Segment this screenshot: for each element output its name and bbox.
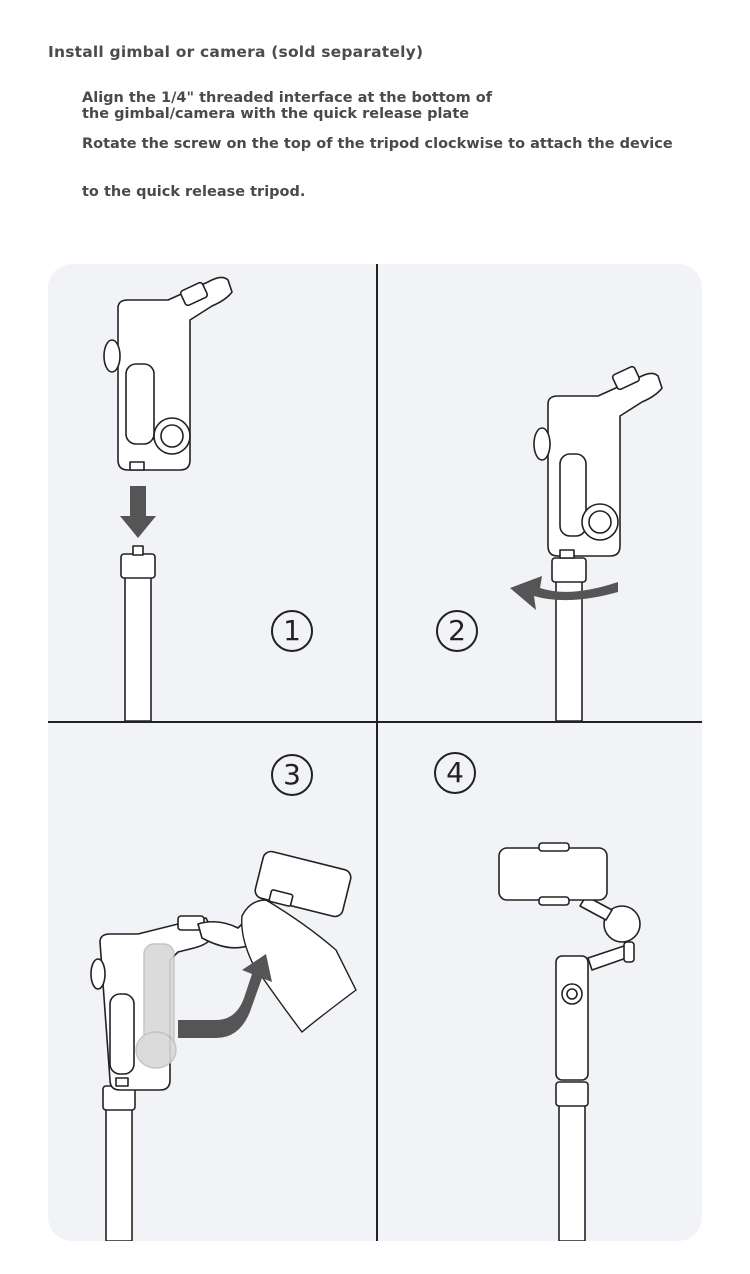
hand-icon [241,899,357,1034]
gimbal-grip [559,453,587,537]
rotate-arrow-icon [510,576,618,610]
page-title: Install gimbal or camera (sold separatel… [48,43,424,61]
tripod-head [120,553,156,579]
gimbal-base [115,1077,129,1087]
gimbal-body [555,955,589,1081]
gimbal-motor [153,417,191,455]
instruction-line-4: to the quick release tripod. [82,184,306,200]
tripod-pole [558,1103,586,1241]
tripod-head [555,1081,589,1107]
step-1-illustration [90,276,663,1241]
tripod-head [551,557,587,583]
gimbal-wheel [103,339,121,373]
gimbal-clamp [179,281,209,307]
tripod-pole [105,1107,133,1241]
horizontal-divider [48,721,702,723]
instruction-line-3: Rotate the screw on the top of the tripo… [82,136,673,152]
ghost-motor [135,1031,177,1069]
step-number-3: 3 [271,754,313,796]
phone-clamp-top [538,842,570,852]
gimbal-joystick [561,983,583,1005]
step-number-2: 2 [436,610,478,652]
curved-arrow-icon [178,954,272,1038]
arm-knob [623,941,635,963]
down-arrow-icon [120,486,156,538]
gimbal-grip [125,363,155,445]
gimbal-wheel [90,958,106,990]
arm-link [579,895,613,921]
tripod-screw [132,545,144,556]
gimbal-motor [581,503,619,541]
gimbal-base [129,461,145,471]
step-number-4: 4 [434,752,476,794]
gimbal-base [559,549,575,559]
instruction-line-1: Align the 1/4" threaded interface at the… [82,90,493,106]
phone-clamp-bottom [538,896,570,906]
vertical-divider [376,264,378,1241]
illustration-panel: 1 2 3 4 [48,264,702,1241]
phone-icon [498,847,608,901]
gimbal-motor [603,905,641,943]
gimbal-wheel [533,427,551,461]
tripod-pole [124,575,152,722]
gimbal-grip [109,993,135,1075]
instruction-line-2: the gimbal/camera with the quick release… [82,106,470,122]
step-number-1: 1 [271,610,313,652]
gimbal-clamp [611,365,641,391]
tripod-pole [555,580,583,722]
